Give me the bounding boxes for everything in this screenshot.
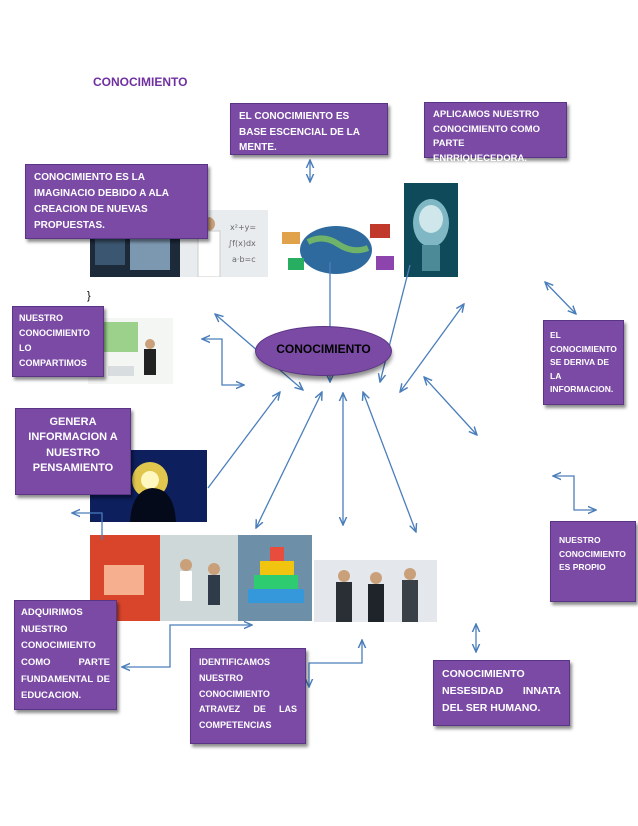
box-deriva-text: EL CONOCIMIENTO SE DERIVA DE LA INFORMAC… xyxy=(550,329,617,397)
box-aplicamos-text: APLICAMOS NUESTRO CONOCIMIENTO COMO PART… xyxy=(433,108,558,167)
box-base-escencial: EL CONOCIMIENTO ES BASE ESCENCIAL DE LA … xyxy=(230,103,388,155)
arrow-genera xyxy=(208,392,280,488)
arrow-sw xyxy=(256,392,322,528)
box-aplicamos: APLICAMOS NUESTRO CONOCIMIENTO COMO PART… xyxy=(424,102,567,158)
arrow-brain xyxy=(380,265,410,382)
arrow-east xyxy=(424,377,477,435)
box-adquirimos-text: ADQUIRIMOS NUESTRO CONOCIMIENTO COMO PAR… xyxy=(21,605,110,705)
box-base-text: EL CONOCIMIENTO ES BASE ESCENCIAL DE LA … xyxy=(239,109,379,156)
box-necesidad-text: CONOCIMIENTO NESESIDAD INNATA DEL SER HU… xyxy=(442,666,561,716)
arrow-propio xyxy=(553,476,596,510)
arrow-identificamos xyxy=(309,640,362,687)
arrow-compartimos xyxy=(202,339,244,385)
box-genera: GENERA INFORMACION A NUESTRO PENSAMIENTO xyxy=(15,408,131,495)
box-identificamos: IDENTIFICAMOS NUESTRO CONOCIMIENTO ATRAV… xyxy=(190,648,306,744)
arrow-deriva xyxy=(545,282,576,314)
stray-brace: } xyxy=(87,290,91,302)
box-deriva: EL CONOCIMIENTO SE DERIVA DE LA INFORMAC… xyxy=(543,320,624,405)
box-compartimos-text: NUESTRO CONOCIMIENTO LO COMPARTIMOS xyxy=(19,311,97,370)
box-imaginacion-text: CONOCIMIENTO ES LA IMAGINACIO DEBIDO A A… xyxy=(34,170,199,234)
box-propio-text: NUESTRO CONOCIMIENTO ES PROPIO xyxy=(559,534,627,575)
central-node-label: CONOCIMIENTO xyxy=(276,342,370,356)
box-propio: NUESTRO CONOCIMIENTO ES PROPIO xyxy=(550,521,636,602)
box-necesidad: CONOCIMIENTO NESESIDAD INNATA DEL SER HU… xyxy=(433,660,570,726)
arrow-ne xyxy=(400,304,464,392)
box-identificamos-text: IDENTIFICAMOS NUESTRO CONOCIMIENTO ATRAV… xyxy=(199,655,297,734)
box-adquirimos: ADQUIRIMOS NUESTRO CONOCIMIENTO COMO PAR… xyxy=(14,600,117,710)
arrow-se xyxy=(363,392,416,532)
box-compartimos: NUESTRO CONOCIMIENTO LO COMPARTIMOS xyxy=(12,306,104,377)
central-node: CONOCIMIENTO xyxy=(255,326,392,376)
box-genera-text: GENERA INFORMACION A NUESTRO PENSAMIENTO xyxy=(26,415,120,477)
box-imaginacion: CONOCIMIENTO ES LA IMAGINACIO DEBIDO A A… xyxy=(25,164,208,239)
arrow-genera-left xyxy=(72,513,102,540)
